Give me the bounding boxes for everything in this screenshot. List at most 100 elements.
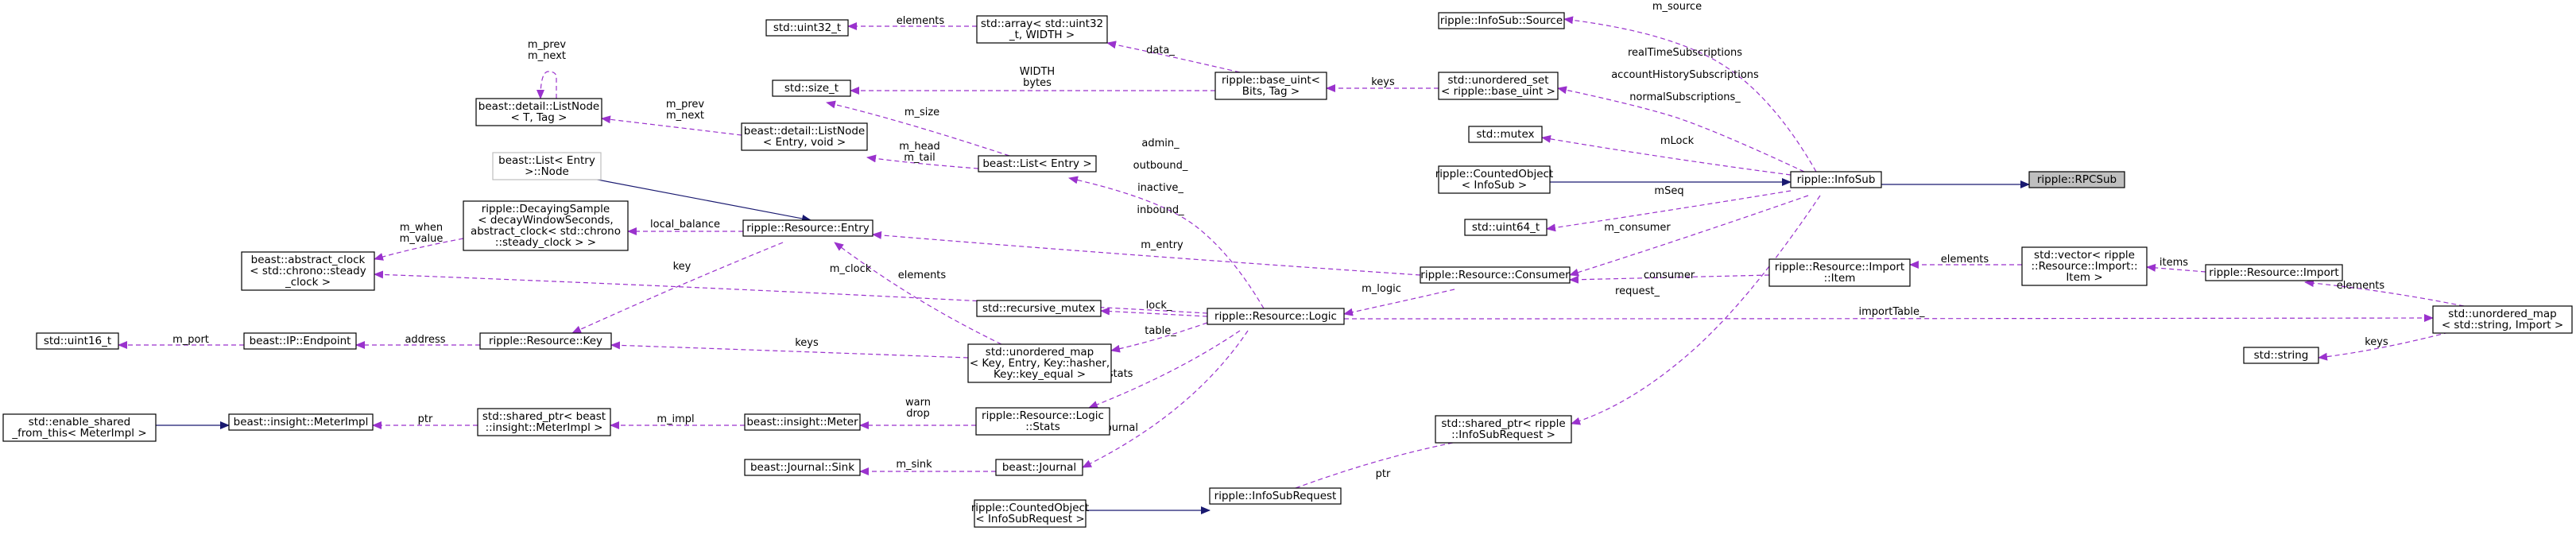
node-abstract-clock[interactable]: beast::abstract_clock< std::chrono::stea…	[241, 251, 375, 291]
node-decaying[interactable]: ripple::DecayingSample< decayWindowSecon…	[463, 200, 629, 251]
node-listnode-t[interactable]: beast::detail::ListNode< T, Tag >	[475, 98, 602, 126]
edge-label-line: elements	[897, 15, 945, 27]
node-uint64[interactable]: std::uint64_t	[1464, 219, 1548, 236]
edge-path	[1100, 307, 1208, 317]
node-box	[1768, 258, 1911, 287]
node-vector-item[interactable]: std::vector< ripple::Resource::Import::I…	[2021, 246, 2148, 286]
node-recursive-mutex[interactable]: std::recursive_mutex	[976, 300, 1102, 317]
node-box	[479, 332, 612, 350]
edge-usage-import-to-vector-item	[2146, 263, 2206, 273]
node-string[interactable]: std::string	[2243, 347, 2319, 364]
edge-label: mSeq	[1654, 185, 1683, 197]
edge-label-line: keys	[2365, 336, 2388, 348]
node-counted-infosub[interactable]: ripple::CountedObject< InfoSub >	[1435, 165, 1554, 194]
edge-label: elements	[898, 269, 947, 281]
node-box	[1438, 12, 1565, 29]
edge-label-line: m_consumer	[1604, 222, 1671, 234]
node-label-line: ripple::Resource::Consumer	[1420, 269, 1570, 281]
edge-label: importTable_	[1858, 306, 1925, 318]
node-uint32[interactable]: std::uint32_t	[765, 19, 849, 37]
edge-label-line: m_clock	[830, 263, 872, 275]
edge-label-line: mLock	[1660, 135, 1695, 147]
node-box	[2205, 264, 2343, 281]
node-box	[475, 98, 602, 126]
node-rpcsub[interactable]: ripple::RPCSub	[2028, 171, 2125, 188]
node-uint16[interactable]: std::uint16_t	[36, 332, 119, 350]
node-label-line: beast::detail::ListNode	[478, 100, 599, 113]
node-sink[interactable]: beast::Journal::Sink	[744, 459, 861, 476]
node-unordered-set[interactable]: std::unordered_set< ripple::base_uint >	[1438, 72, 1559, 100]
node-shared-req[interactable]: std::shared_ptr< ripple::InfoSubRequest …	[1435, 415, 1572, 444]
edge-usage-logic-to-stats	[1088, 330, 1241, 409]
node-key[interactable]: ripple::Resource::Key	[479, 332, 612, 350]
node-endpoint[interactable]: beast::IP::Endpoint	[243, 332, 357, 350]
node-array[interactable]: std::array< std::uint32_t, WIDTH >	[976, 15, 1108, 44]
node-journal[interactable]: beast::Journal	[995, 459, 1083, 476]
node-label-line: ripple::RPCSub	[2037, 173, 2117, 186]
edge-label-line: admin_	[1141, 138, 1180, 149]
edge-path	[1343, 314, 2434, 323]
node-unordered-map-str[interactable]: std::unordered_map< std::string, Import …	[2432, 305, 2573, 334]
node-size-t[interactable]: std::size_t	[772, 79, 851, 97]
edge-label-line: inactive_	[1137, 182, 1183, 194]
node-box	[1207, 308, 1345, 325]
node-box	[2, 413, 157, 442]
node-list-node[interactable]: beast::List< Entry>::Node	[492, 152, 602, 180]
node-import[interactable]: ripple::Resource::Import	[2205, 264, 2343, 281]
edge-usage-unordered-map-key-to-entry	[834, 242, 1002, 345]
edge-path	[571, 174, 812, 223]
node-entry[interactable]: ripple::Resource::Entry	[742, 219, 874, 237]
node-unordered-map-key[interactable]: std::unordered_map< Key, Entry, Key::has…	[967, 343, 1112, 383]
node-mutex[interactable]: std::mutex	[1468, 126, 1543, 143]
edges-layer	[118, 16, 2465, 514]
edge-label: m_logic	[1362, 283, 1401, 295]
node-base-uint[interactable]: ripple::base_uint<Bits, Tag >	[1214, 72, 1327, 100]
node-stats[interactable]: ripple::Resource::Logic::Stats	[975, 407, 1110, 436]
edge-usage-logic-to-journal	[1082, 330, 1249, 468]
edge-label: realTimeSubscriptionsaccountHistorySubsc…	[1611, 47, 1759, 103]
node-consumer[interactable]: ripple::Resource::Consumer	[1420, 266, 1571, 284]
node-shared-meterimpl[interactable]: std::shared_ptr< beast::insight::MeterIm…	[477, 408, 611, 436]
node-label-line: std::array< std::uint32	[981, 17, 1103, 30]
node-label-line: ripple::Resource::Key	[489, 335, 602, 347]
node-box	[2432, 305, 2573, 334]
edge-label-line: m_prev	[528, 39, 566, 51]
node-label-line: ripple::Resource::Logic	[1214, 310, 1337, 323]
edge-usage-consumer-to-logic	[1343, 289, 1455, 316]
node-label-line: ripple::Resource::Import	[1775, 261, 1904, 273]
node-label-line: < InfoSubRequest >	[975, 513, 1084, 525]
node-box	[978, 155, 1097, 173]
node-enable-shared[interactable]: std::enable_shared_from_this< MeterImpl …	[2, 413, 157, 442]
edge-label-line: elements	[898, 269, 947, 281]
node-import-item[interactable]: ripple::Resource::Import::Item	[1768, 258, 1911, 287]
node-meter[interactable]: beast::insight::Meter	[744, 413, 861, 431]
node-infosub[interactable]: ripple::InfoSub	[1790, 171, 1882, 188]
node-listnode-e[interactable]: beast::detail::ListNode< Entry, void >	[741, 122, 868, 151]
node-box	[744, 459, 861, 476]
node-list-entry[interactable]: beast::List< Entry >	[978, 155, 1097, 173]
edge-path	[1110, 322, 1208, 353]
edge-label-line: warn	[905, 397, 931, 409]
node-source[interactable]: ripple::InfoSub::Source	[1438, 12, 1565, 29]
node-label-line: std::unordered_map	[2448, 308, 2556, 320]
edge-label-line: data_	[1146, 45, 1175, 56]
node-meterimpl[interactable]: beast::insight::MeterImpl	[228, 413, 374, 431]
edge-usage-listnode-e-to-listnode-t	[601, 115, 742, 136]
node-infosubrequest[interactable]: ripple::InfoSubRequest	[1209, 487, 1342, 505]
node-logic[interactable]: ripple::Resource::Logic	[1207, 308, 1345, 325]
node-label-line: beast::insight::MeterImpl	[234, 416, 369, 428]
edge-label: lock_	[1146, 300, 1172, 312]
edge-label-line: ptr	[418, 413, 433, 425]
edge-usage-infosub-to-source	[1563, 16, 1817, 173]
node-label-line: ::InfoSubRequest >	[1451, 428, 1555, 441]
node-counted-req[interactable]: ripple::CountedObject< InfoSubRequest >	[971, 499, 1090, 528]
node-box	[2028, 171, 2125, 188]
edge-label-line: m_port	[172, 334, 209, 346]
edge-usage-logic-to-unordered-map-key	[1110, 322, 1208, 353]
node-label-line: < ripple::base_uint >	[1441, 85, 1555, 98]
node-box	[974, 499, 1087, 528]
edge-label: address	[405, 334, 445, 346]
node-box	[967, 343, 1112, 383]
edge-path	[1082, 330, 1249, 468]
